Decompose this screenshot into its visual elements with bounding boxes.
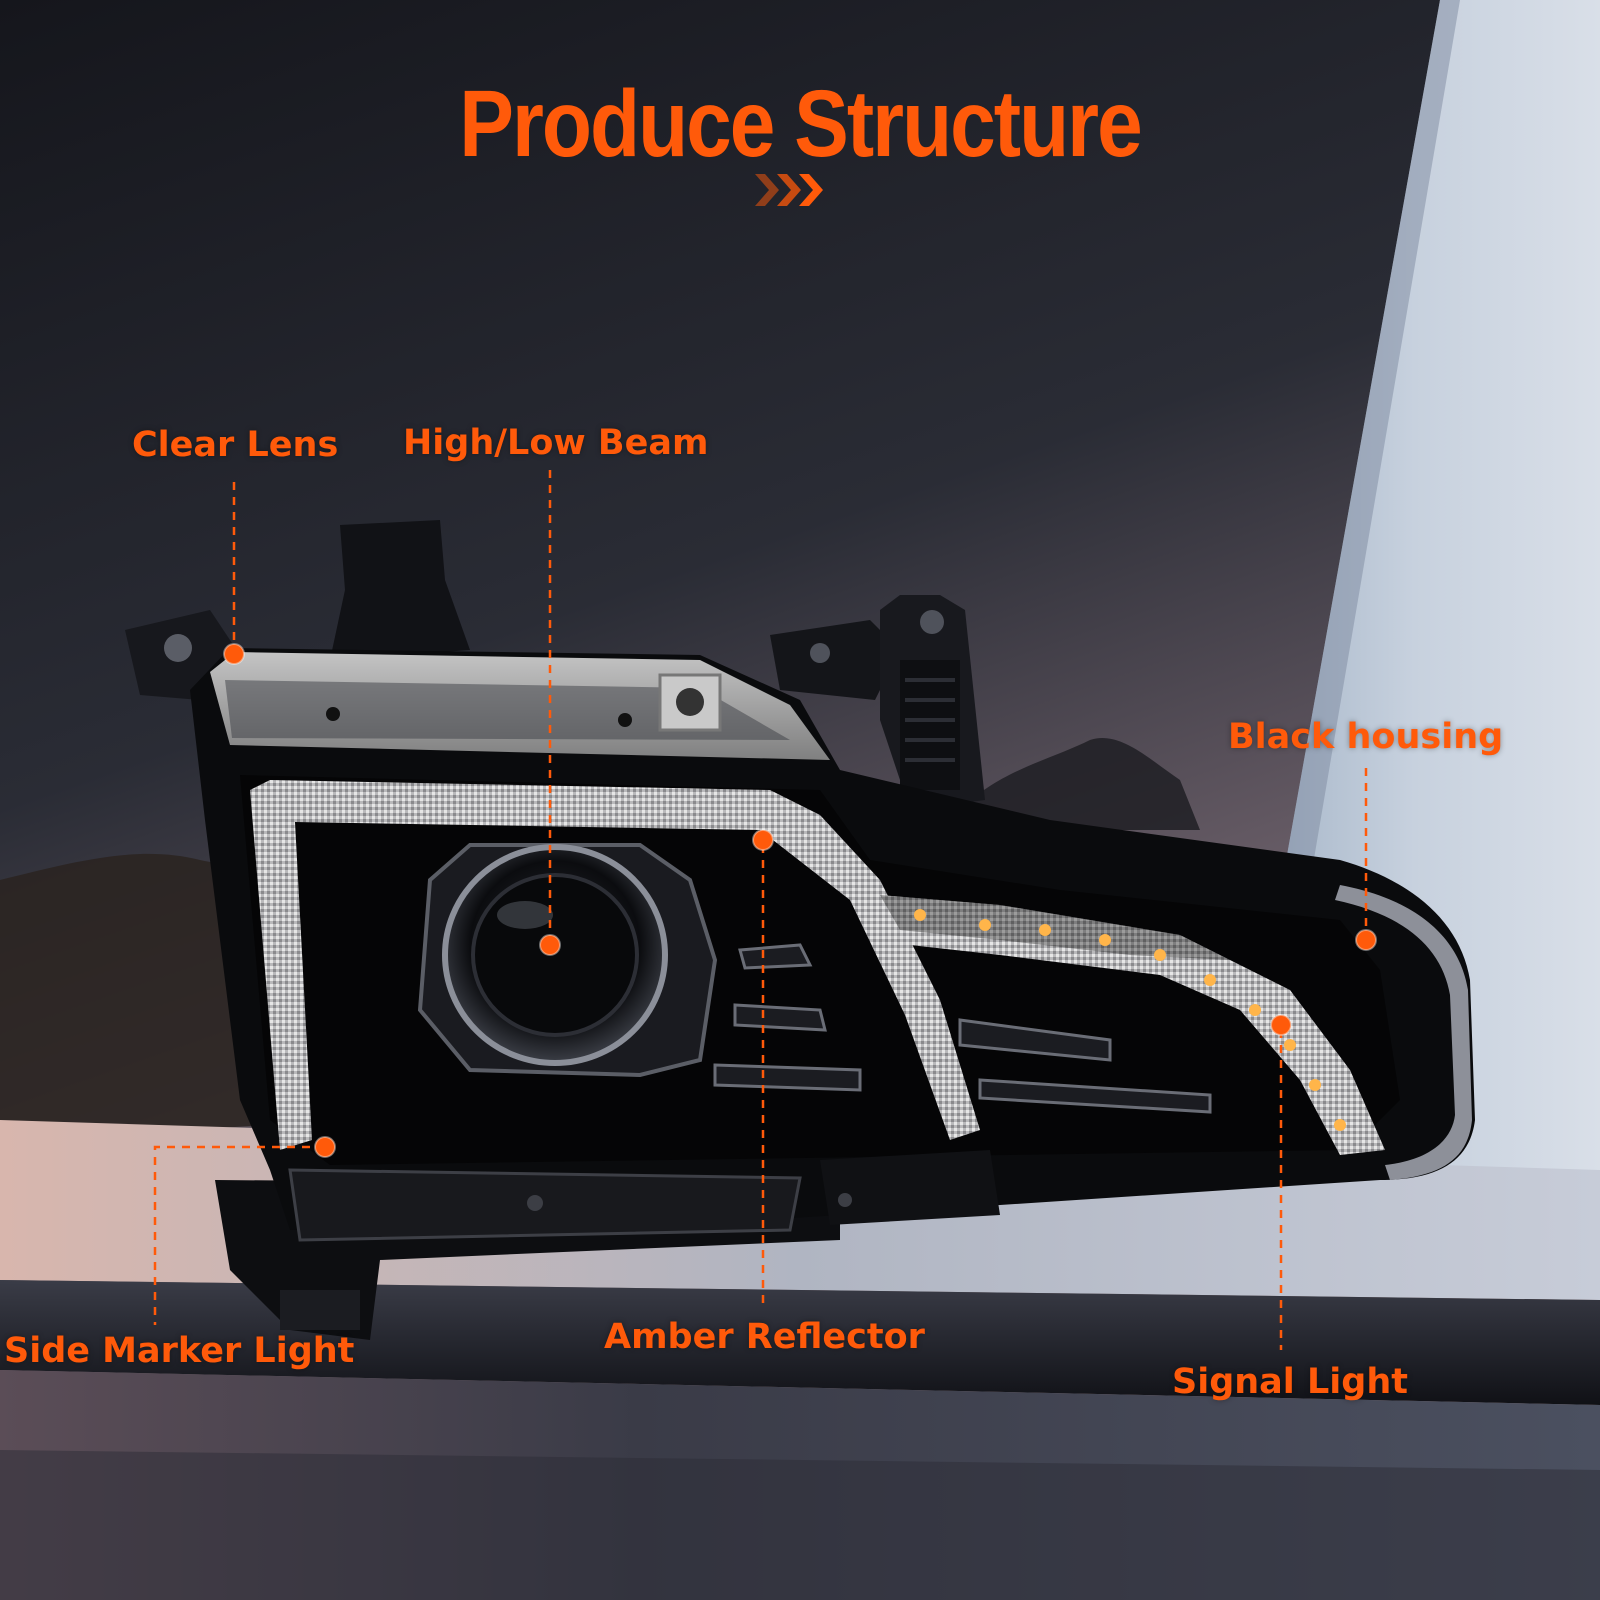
page-title: Produce Structure <box>459 72 1142 177</box>
callout-amber-reflector: Amber Reflector <box>604 1317 925 1357</box>
callout-signal-light: Signal Light <box>1172 1362 1408 1402</box>
callout-black-housing: Black housing <box>1228 717 1504 757</box>
callout-side-marker-light: Side Marker Light <box>4 1331 355 1371</box>
callout-clear-lens: Clear Lens <box>132 425 339 465</box>
triple-chevron-right-icon <box>755 174 823 206</box>
callout-high-low-beam: High/Low Beam <box>403 423 709 463</box>
